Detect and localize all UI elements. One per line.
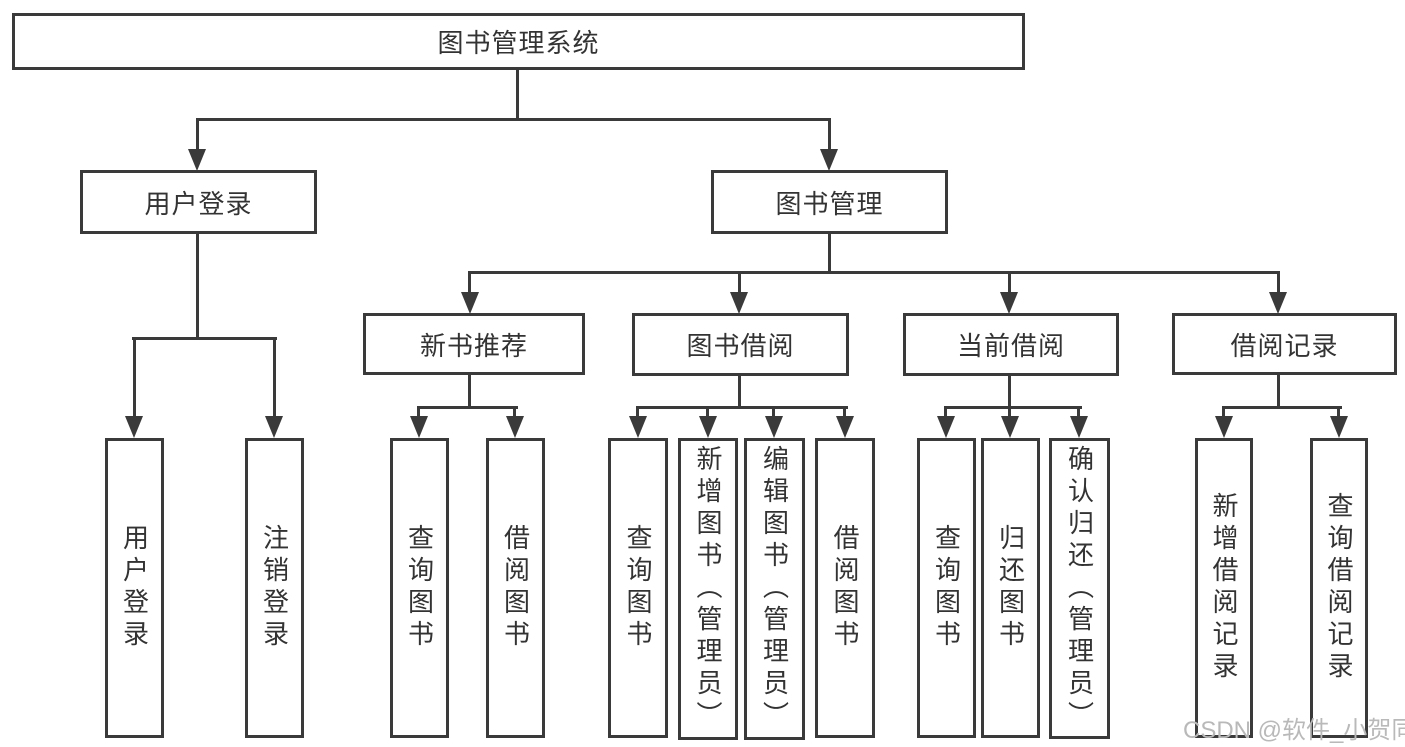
- arrow-down-icon: [1070, 416, 1088, 438]
- connector-bar: [417, 406, 518, 409]
- connector-bar: [944, 406, 1082, 409]
- node-label: 图书管理系统: [437, 28, 600, 58]
- node-label: 归还图书: [995, 524, 1026, 652]
- arrow-down-icon: [265, 416, 283, 438]
- leaf-query-borrow-record: 查询借阅记录: [1310, 438, 1368, 738]
- node-book-management: 图书管理: [711, 170, 948, 234]
- node-label: 查询图书: [404, 524, 435, 652]
- leaf-confirm-return-admin: 确认归还（管理员）: [1049, 438, 1110, 739]
- arrow-down-icon: [765, 416, 783, 438]
- connector-stem: [828, 118, 831, 152]
- connector-stem: [1008, 406, 1011, 419]
- leaf-borrow-books: 借阅图书: [486, 438, 545, 738]
- connector-stem: [738, 374, 741, 409]
- leaf-query-books: 查询图书: [608, 438, 668, 738]
- node-borrowing-records: 借阅记录: [1172, 313, 1397, 375]
- leaf-add-borrow-record: 新增借阅记录: [1195, 438, 1253, 738]
- node-label: 查询图书: [623, 524, 653, 652]
- connector-stem: [738, 271, 741, 295]
- node-label: 确认归还（管理员）: [1064, 444, 1095, 733]
- node-label: 查询图书: [931, 524, 962, 652]
- node-label: 借阅图书: [830, 524, 860, 652]
- connector-stem: [196, 232, 199, 340]
- arrow-down-icon: [506, 416, 524, 438]
- arrow-down-icon: [937, 416, 955, 438]
- arrow-down-icon: [699, 416, 717, 438]
- node-label: 新书推荐: [419, 330, 528, 361]
- connector-stem: [944, 406, 947, 419]
- connector-stem: [1277, 271, 1280, 295]
- node-label: 注销登录: [259, 524, 290, 652]
- connector-stem: [513, 406, 516, 419]
- node-label: 新增借阅记录: [1209, 492, 1239, 684]
- connector-stem: [636, 406, 639, 419]
- arrow-down-icon: [461, 292, 479, 314]
- node-label: 借阅记录: [1230, 330, 1339, 361]
- node-label: 图书借阅: [686, 331, 795, 361]
- connector-stem: [417, 406, 420, 419]
- arrow-down-icon: [1330, 416, 1348, 438]
- leaf-add-book-admin: 新增图书（管理员）: [678, 438, 738, 740]
- watermark: CSDN @软件_小贺同学: [1183, 717, 1405, 744]
- arrow-down-icon: [836, 416, 854, 438]
- node-book-borrowing: 图书借阅: [632, 313, 849, 376]
- connector-stem: [516, 68, 519, 121]
- arrow-down-icon: [1269, 292, 1287, 314]
- arrow-down-icon: [730, 292, 748, 314]
- node-new-book-recommendation: 新书推荐: [363, 313, 585, 375]
- node-label: 当前借阅: [956, 331, 1065, 361]
- node-label: 借阅图书: [500, 524, 531, 652]
- leaf-return-book: 归还图书: [981, 438, 1040, 738]
- node-label: 用户登录: [119, 524, 150, 652]
- connector-stem: [273, 337, 276, 418]
- node-library-system: 图书管理系统: [12, 13, 1025, 70]
- connector-stem: [843, 406, 846, 419]
- leaf-borrow-books: 借阅图书: [815, 438, 875, 738]
- connector-stem: [133, 337, 136, 418]
- connector-stem: [772, 406, 775, 419]
- connector-bar: [636, 406, 848, 409]
- node-label: 新增图书（管理员）: [693, 445, 723, 733]
- arrow-down-icon: [629, 416, 647, 438]
- connector-stem: [828, 232, 831, 274]
- leaf-edit-book-admin: 编辑图书（管理员）: [744, 438, 805, 740]
- arrow-down-icon: [125, 416, 143, 438]
- arrow-down-icon: [1000, 292, 1018, 314]
- node-user-login: 用户登录: [80, 170, 317, 234]
- connector-stem: [1077, 406, 1080, 419]
- node-label: 编辑图书（管理员）: [759, 445, 790, 733]
- connector-bar: [196, 118, 831, 121]
- arrow-down-icon: [1001, 416, 1019, 438]
- arrow-down-icon: [410, 416, 428, 438]
- node-label: 用户登录: [144, 188, 253, 219]
- connector-stem: [1008, 374, 1011, 409]
- connector-stem: [1222, 406, 1225, 419]
- node-label: 图书管理: [775, 188, 884, 219]
- connector-bar: [1222, 406, 1342, 409]
- arrow-down-icon: [1215, 416, 1233, 438]
- leaf-query-books: 查询图书: [917, 438, 976, 738]
- connector-stem: [468, 271, 471, 295]
- connector-stem: [1337, 406, 1340, 419]
- node-current-borrowing: 当前借阅: [903, 313, 1119, 376]
- connector-bar: [132, 337, 277, 340]
- connector-stem: [706, 406, 709, 419]
- arrow-down-icon: [188, 149, 206, 171]
- connector-stem: [1277, 374, 1280, 409]
- leaf-logout-login: 注销登录: [245, 438, 304, 738]
- connector-stem: [1008, 271, 1011, 295]
- connector-stem: [468, 374, 471, 409]
- leaf-user-login: 用户登录: [105, 438, 164, 738]
- arrow-down-icon: [820, 149, 838, 171]
- connector-stem: [196, 118, 199, 152]
- connector-bar: [469, 271, 1280, 274]
- leaf-query-books: 查询图书: [390, 438, 449, 738]
- node-label: 查询借阅记录: [1324, 492, 1354, 684]
